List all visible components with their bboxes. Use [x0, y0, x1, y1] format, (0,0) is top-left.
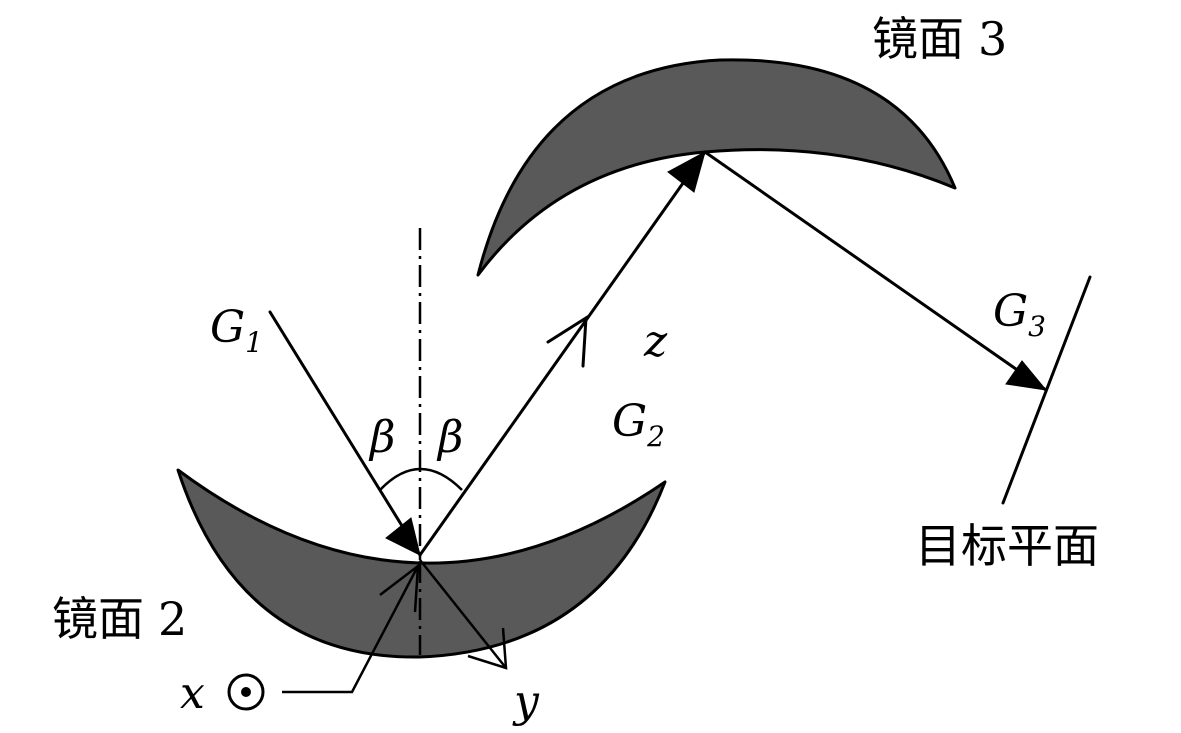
axis-x-leader: [282, 565, 420, 694]
arrowhead-mirror3: [667, 151, 706, 193]
x-axis-circle: [227, 673, 265, 711]
incident-ray-g1: [268, 310, 422, 557]
g1-label: G1: [210, 302, 263, 359]
arrowhead-incident: [385, 517, 421, 556]
ray-g3: [703, 150, 1048, 392]
beta-left-label: β: [368, 412, 395, 463]
g3-label: G3: [993, 286, 1046, 343]
axis-y-label: y: [512, 676, 540, 727]
arrowhead-target: [1005, 360, 1048, 391]
x-axis-dot: [241, 687, 251, 697]
open-arrowhead-g2: [546, 315, 588, 368]
target-plane-line: [1001, 275, 1092, 505]
g2-label: G2: [612, 396, 665, 453]
beta-right-label: β: [436, 412, 463, 463]
angle-arc-beta: [379, 467, 463, 491]
axis-x-label: x: [180, 668, 205, 719]
axis-x-leader-arrowhead: [379, 563, 420, 613]
axis-y-line: [419, 559, 507, 669]
reflected-ray-g2: [418, 150, 707, 557]
target-plane-label: 目标平面: [915, 519, 1099, 573]
axis-y-arrowhead: [467, 627, 508, 670]
axis-z-label: z: [643, 316, 668, 367]
mirror-3-shape: [476, 58, 957, 277]
